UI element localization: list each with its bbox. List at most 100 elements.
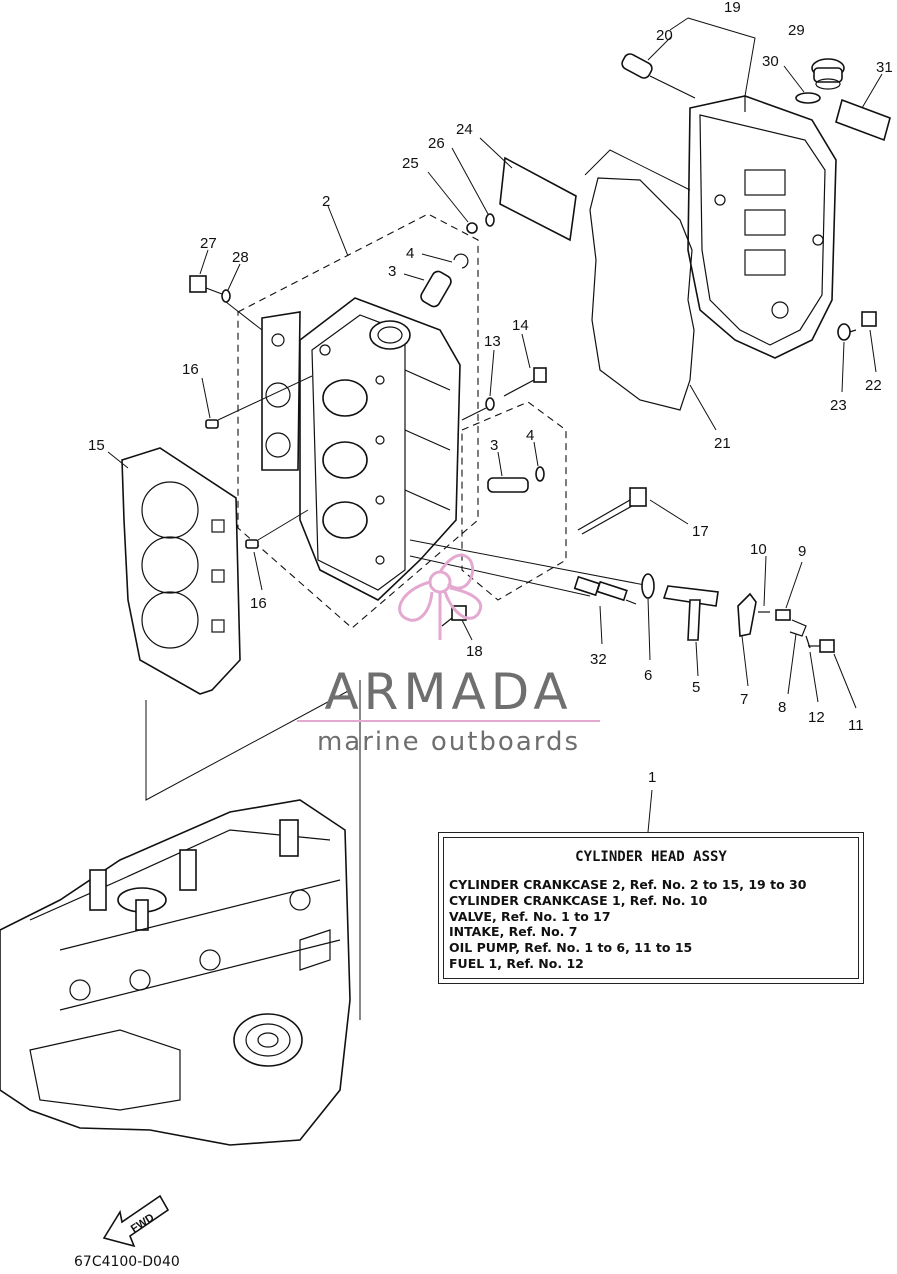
washer-28[interactable] bbox=[221, 289, 231, 303]
leader-2 bbox=[327, 205, 349, 257]
plate-24[interactable] bbox=[499, 156, 577, 242]
info-line: VALVE, Ref. No. 1 to 17 bbox=[449, 908, 611, 924]
watermark-divider bbox=[297, 720, 600, 722]
ref-label-26: 26 bbox=[428, 135, 445, 152]
leader-17 bbox=[649, 499, 689, 525]
leader-24 bbox=[479, 137, 513, 169]
clip-8[interactable] bbox=[789, 619, 807, 637]
ref-label-21: 21 bbox=[714, 435, 731, 452]
leader-27 bbox=[199, 249, 209, 275]
o-ring-30[interactable] bbox=[795, 92, 821, 104]
cover-bolt-20[interactable] bbox=[620, 52, 696, 99]
ref-label-14: 14 bbox=[512, 317, 529, 334]
ref-label-28: 28 bbox=[232, 249, 249, 266]
leader-9 bbox=[785, 561, 803, 609]
leader-31 bbox=[861, 73, 883, 109]
screw-25[interactable] bbox=[466, 222, 478, 234]
ref-label-29: 29 bbox=[788, 22, 805, 39]
cylinder-head-2[interactable] bbox=[299, 297, 461, 601]
info-line: INTAKE, Ref. No. 7 bbox=[449, 924, 578, 940]
leader-6 bbox=[647, 597, 651, 661]
cylinder-crankcase-block[interactable] bbox=[0, 799, 351, 1146]
screw-9[interactable] bbox=[775, 609, 791, 621]
washer-13[interactable] bbox=[485, 397, 495, 411]
ref-label-7: 7 bbox=[740, 691, 748, 708]
clip-4-right[interactable] bbox=[535, 466, 545, 482]
leader-16b bbox=[253, 551, 263, 591]
ref-label-9: 9 bbox=[798, 543, 806, 560]
leader-13 bbox=[489, 349, 495, 397]
ref-label-18: 18 bbox=[466, 643, 483, 660]
ref-label-10: 10 bbox=[750, 541, 767, 558]
leader-28 bbox=[227, 263, 241, 291]
screw-11[interactable] bbox=[808, 639, 835, 653]
ref-label-11: 11 bbox=[848, 717, 864, 734]
dowel-pin-16-top[interactable] bbox=[205, 419, 219, 429]
ref-label-2: 2 bbox=[322, 193, 330, 210]
info-line: CYLINDER CRANKCASE 2, Ref. No. 2 to 15, … bbox=[449, 877, 807, 892]
ref-label-32: 32 bbox=[590, 651, 607, 668]
bolt-22[interactable] bbox=[839, 311, 877, 336]
ref-label-1: 1 bbox=[648, 769, 656, 786]
leader-32 bbox=[599, 605, 603, 645]
thermostat-3-top[interactable] bbox=[419, 269, 453, 308]
leader-15 bbox=[107, 451, 129, 469]
ref-label-19: 19 bbox=[724, 0, 741, 16]
dowel-pin-16-bottom[interactable] bbox=[245, 539, 259, 549]
spark-plug-32[interactable] bbox=[573, 575, 637, 605]
info-box-lines: CYLINDER CRANKCASE 2, Ref. No. 2 to 15, … bbox=[449, 877, 806, 972]
head-gasket-15[interactable] bbox=[121, 447, 241, 695]
leader-11 bbox=[833, 653, 857, 709]
leader-12 bbox=[809, 651, 819, 703]
cylinder-head-outline bbox=[237, 213, 479, 629]
leader-26 bbox=[451, 147, 489, 215]
ref-label-17: 17 bbox=[692, 523, 709, 540]
oil-filler-cap-29[interactable] bbox=[811, 58, 845, 90]
ref-label-5: 5 bbox=[692, 679, 700, 696]
leader-21 bbox=[584, 149, 717, 431]
leader-5 bbox=[695, 641, 699, 677]
leader-4a bbox=[421, 253, 453, 263]
clip-4-top[interactable] bbox=[453, 253, 469, 269]
info-line: CYLINDER CRANKCASE 1, Ref. No. 10 bbox=[449, 892, 708, 908]
leader-14 bbox=[521, 333, 531, 369]
o-ring-6[interactable] bbox=[641, 573, 655, 599]
leader-8 bbox=[787, 633, 797, 695]
ref-label-4b: 4 bbox=[526, 427, 534, 444]
cover-gasket-21[interactable] bbox=[589, 177, 695, 411]
info-box-inner-border bbox=[443, 837, 859, 979]
info-line: FUEL 1, Ref. No. 12 bbox=[449, 955, 584, 971]
washer-23[interactable] bbox=[837, 323, 851, 341]
leader-4b bbox=[533, 441, 539, 467]
ref-label-12: 12 bbox=[808, 709, 825, 726]
anode-3-right[interactable] bbox=[487, 477, 529, 493]
watermark-propeller-icon bbox=[398, 553, 483, 640]
ref-label-16b: 16 bbox=[250, 595, 267, 612]
info-box-title: CYLINDER HEAD ASSY bbox=[575, 849, 727, 865]
watermark-title: ARMADA bbox=[324, 663, 573, 721]
fwd-direction-arrow: FWD bbox=[102, 1194, 170, 1248]
leader-19 bbox=[669, 17, 756, 97]
washer-26[interactable] bbox=[485, 213, 495, 227]
ref-label-13: 13 bbox=[484, 333, 501, 350]
leader-3a bbox=[403, 273, 425, 281]
cylinder-head-cover[interactable] bbox=[687, 95, 837, 359]
bolt-17[interactable] bbox=[577, 487, 647, 535]
label-plate-31[interactable] bbox=[835, 98, 891, 142]
ref-label-30: 30 bbox=[762, 53, 779, 70]
diagram-code: 67C4100-D040 bbox=[74, 1254, 180, 1270]
ref-label-8: 8 bbox=[778, 699, 786, 716]
bolt-27[interactable] bbox=[189, 275, 223, 295]
lever-7[interactable] bbox=[737, 592, 757, 637]
leader-23 bbox=[841, 341, 845, 393]
ref-label-6: 6 bbox=[644, 667, 652, 684]
leader-20 bbox=[647, 35, 673, 61]
ref-label-4a: 4 bbox=[406, 245, 414, 262]
ref-label-15: 15 bbox=[88, 437, 105, 454]
leader-25 bbox=[427, 171, 469, 223]
shaft-5[interactable] bbox=[662, 585, 719, 641]
leader-7 bbox=[741, 635, 749, 687]
bolt-14[interactable] bbox=[503, 367, 547, 397]
